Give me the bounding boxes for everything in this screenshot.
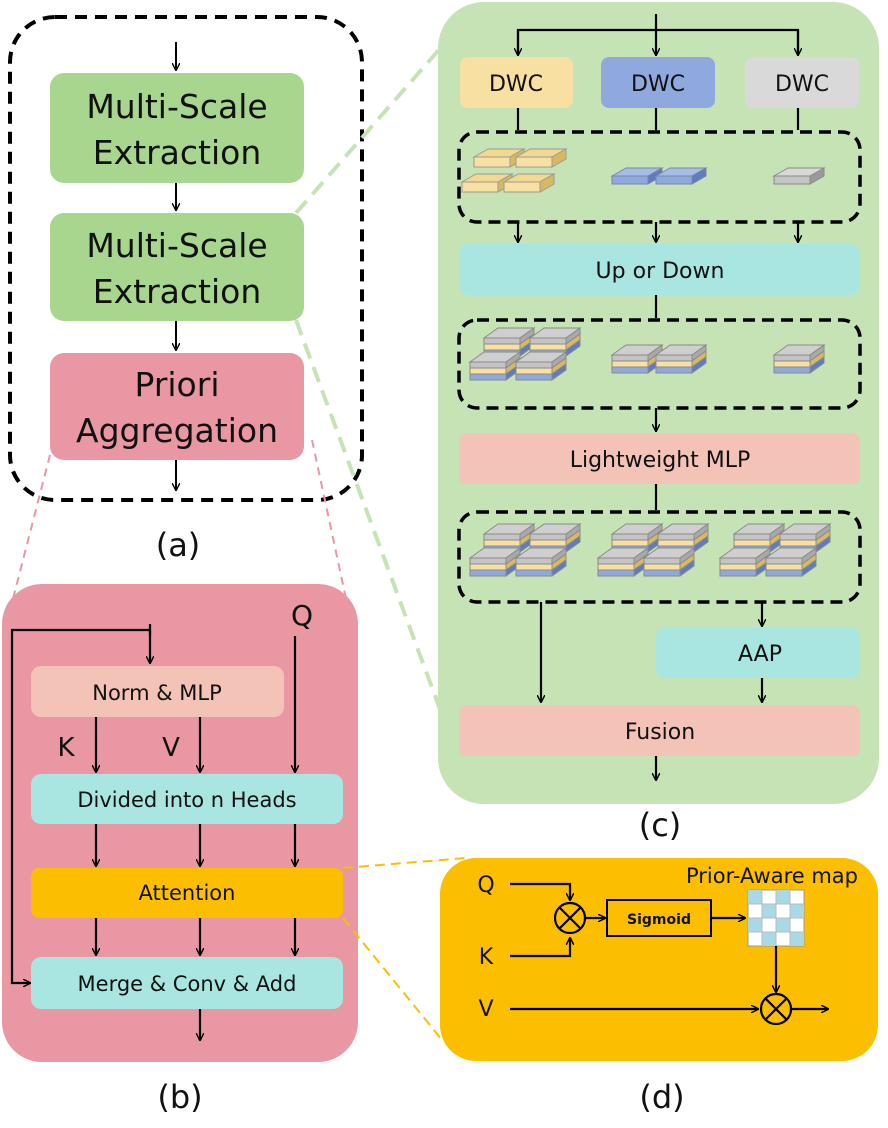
up-or-down-label: Up or Down	[596, 259, 725, 284]
box3-line2: Aggregation	[76, 411, 278, 450]
dwc1-label: DWC	[489, 72, 543, 97]
prior-aware-map-title: Prior-Aware map	[686, 864, 858, 888]
dwc-box-gray	[745, 57, 859, 108]
merge-conv-add-label: Merge & Conv & Add	[78, 972, 297, 996]
stack-block	[515, 351, 567, 381]
attention-label: Attention	[139, 881, 236, 905]
dwc2-label: DWC	[631, 72, 685, 97]
panel-b: Q Norm & MLP K V Divided into n Heads At…	[2, 584, 358, 1116]
box2-line2: Extraction	[93, 272, 261, 311]
caption-d: (d)	[639, 1078, 684, 1116]
fusion-label: Fusion	[625, 720, 695, 745]
b-k-label: K	[57, 733, 75, 763]
norm-mlp-box	[31, 666, 284, 717]
aap-label: AAP	[738, 642, 782, 667]
box2-line1: Multi-Scale	[86, 226, 267, 265]
fusion-box	[459, 705, 860, 756]
panel-d: Prior-Aware map Q K V Sigmoid	[440, 858, 878, 1116]
panel-c-background	[438, 2, 879, 804]
priori-aggregation-box	[50, 353, 304, 460]
multi-scale-extraction-box-1	[50, 73, 304, 183]
zoom-connector-green-bottom	[294, 319, 446, 721]
box3-line1: Priori	[135, 365, 220, 404]
dwc-box-blue	[601, 57, 715, 108]
prior-aware-map-grid	[747, 889, 805, 947]
zoom-connector-orange-bottom	[342, 917, 443, 1041]
panel-a-dashed-frame	[8, 15, 364, 502]
caption-c: (c)	[639, 806, 682, 844]
caption-b: (b)	[157, 1078, 202, 1116]
stack-block	[597, 547, 649, 577]
dwc-box-yellow	[460, 57, 573, 108]
stack-block	[611, 344, 663, 374]
zoom-connector-green-top	[294, 42, 446, 215]
feature-group-1	[457, 130, 862, 224]
box1-line1: Multi-Scale	[86, 87, 267, 126]
stack-block	[765, 547, 817, 577]
up-or-down-box	[459, 244, 860, 295]
d-q-label: Q	[477, 873, 494, 898]
norm-mlp-label: Norm & MLP	[92, 681, 222, 705]
caption-a: (a)	[156, 526, 201, 564]
divided-heads-box	[31, 774, 343, 824]
panel-c: DWC DWC DWC Up or Down Lightwe	[438, 2, 879, 844]
panel-a: Multi-Scale Extraction Multi-Scale Extra…	[8, 15, 364, 564]
sigmoid-label: Sigmoid	[627, 912, 691, 928]
stack-block	[773, 344, 825, 374]
merge-conv-add-box	[31, 957, 343, 1009]
sigmoid-box	[606, 899, 712, 937]
stack-block	[469, 547, 521, 577]
b-q-label: Q	[291, 599, 313, 632]
multi-scale-extraction-box-2	[50, 213, 304, 321]
stack-block	[515, 547, 567, 577]
d-k-label: K	[479, 945, 494, 970]
zoom-connector-pink-right	[311, 439, 349, 609]
zoom-connector-pink-left	[4, 454, 51, 631]
lightweight-mlp-label: Lightweight MLP	[570, 448, 751, 473]
divided-heads-label: Divided into n Heads	[77, 788, 296, 812]
box1-line2: Extraction	[93, 133, 261, 172]
d-v-label: V	[478, 997, 493, 1022]
stack-block	[469, 351, 521, 381]
b-v-label: V	[162, 733, 180, 763]
attention-box	[31, 868, 343, 918]
stack-block	[655, 344, 707, 374]
lightweight-mlp-box	[459, 433, 860, 484]
zoom-connector-orange-top	[342, 857, 467, 869]
panel-d-background	[440, 858, 878, 1061]
feature-group-2	[457, 318, 862, 410]
aap-box	[656, 628, 860, 678]
stack-block	[643, 547, 695, 577]
dwc3-label: DWC	[775, 72, 829, 97]
stack-block	[719, 547, 771, 577]
feature-group-3	[457, 510, 862, 604]
